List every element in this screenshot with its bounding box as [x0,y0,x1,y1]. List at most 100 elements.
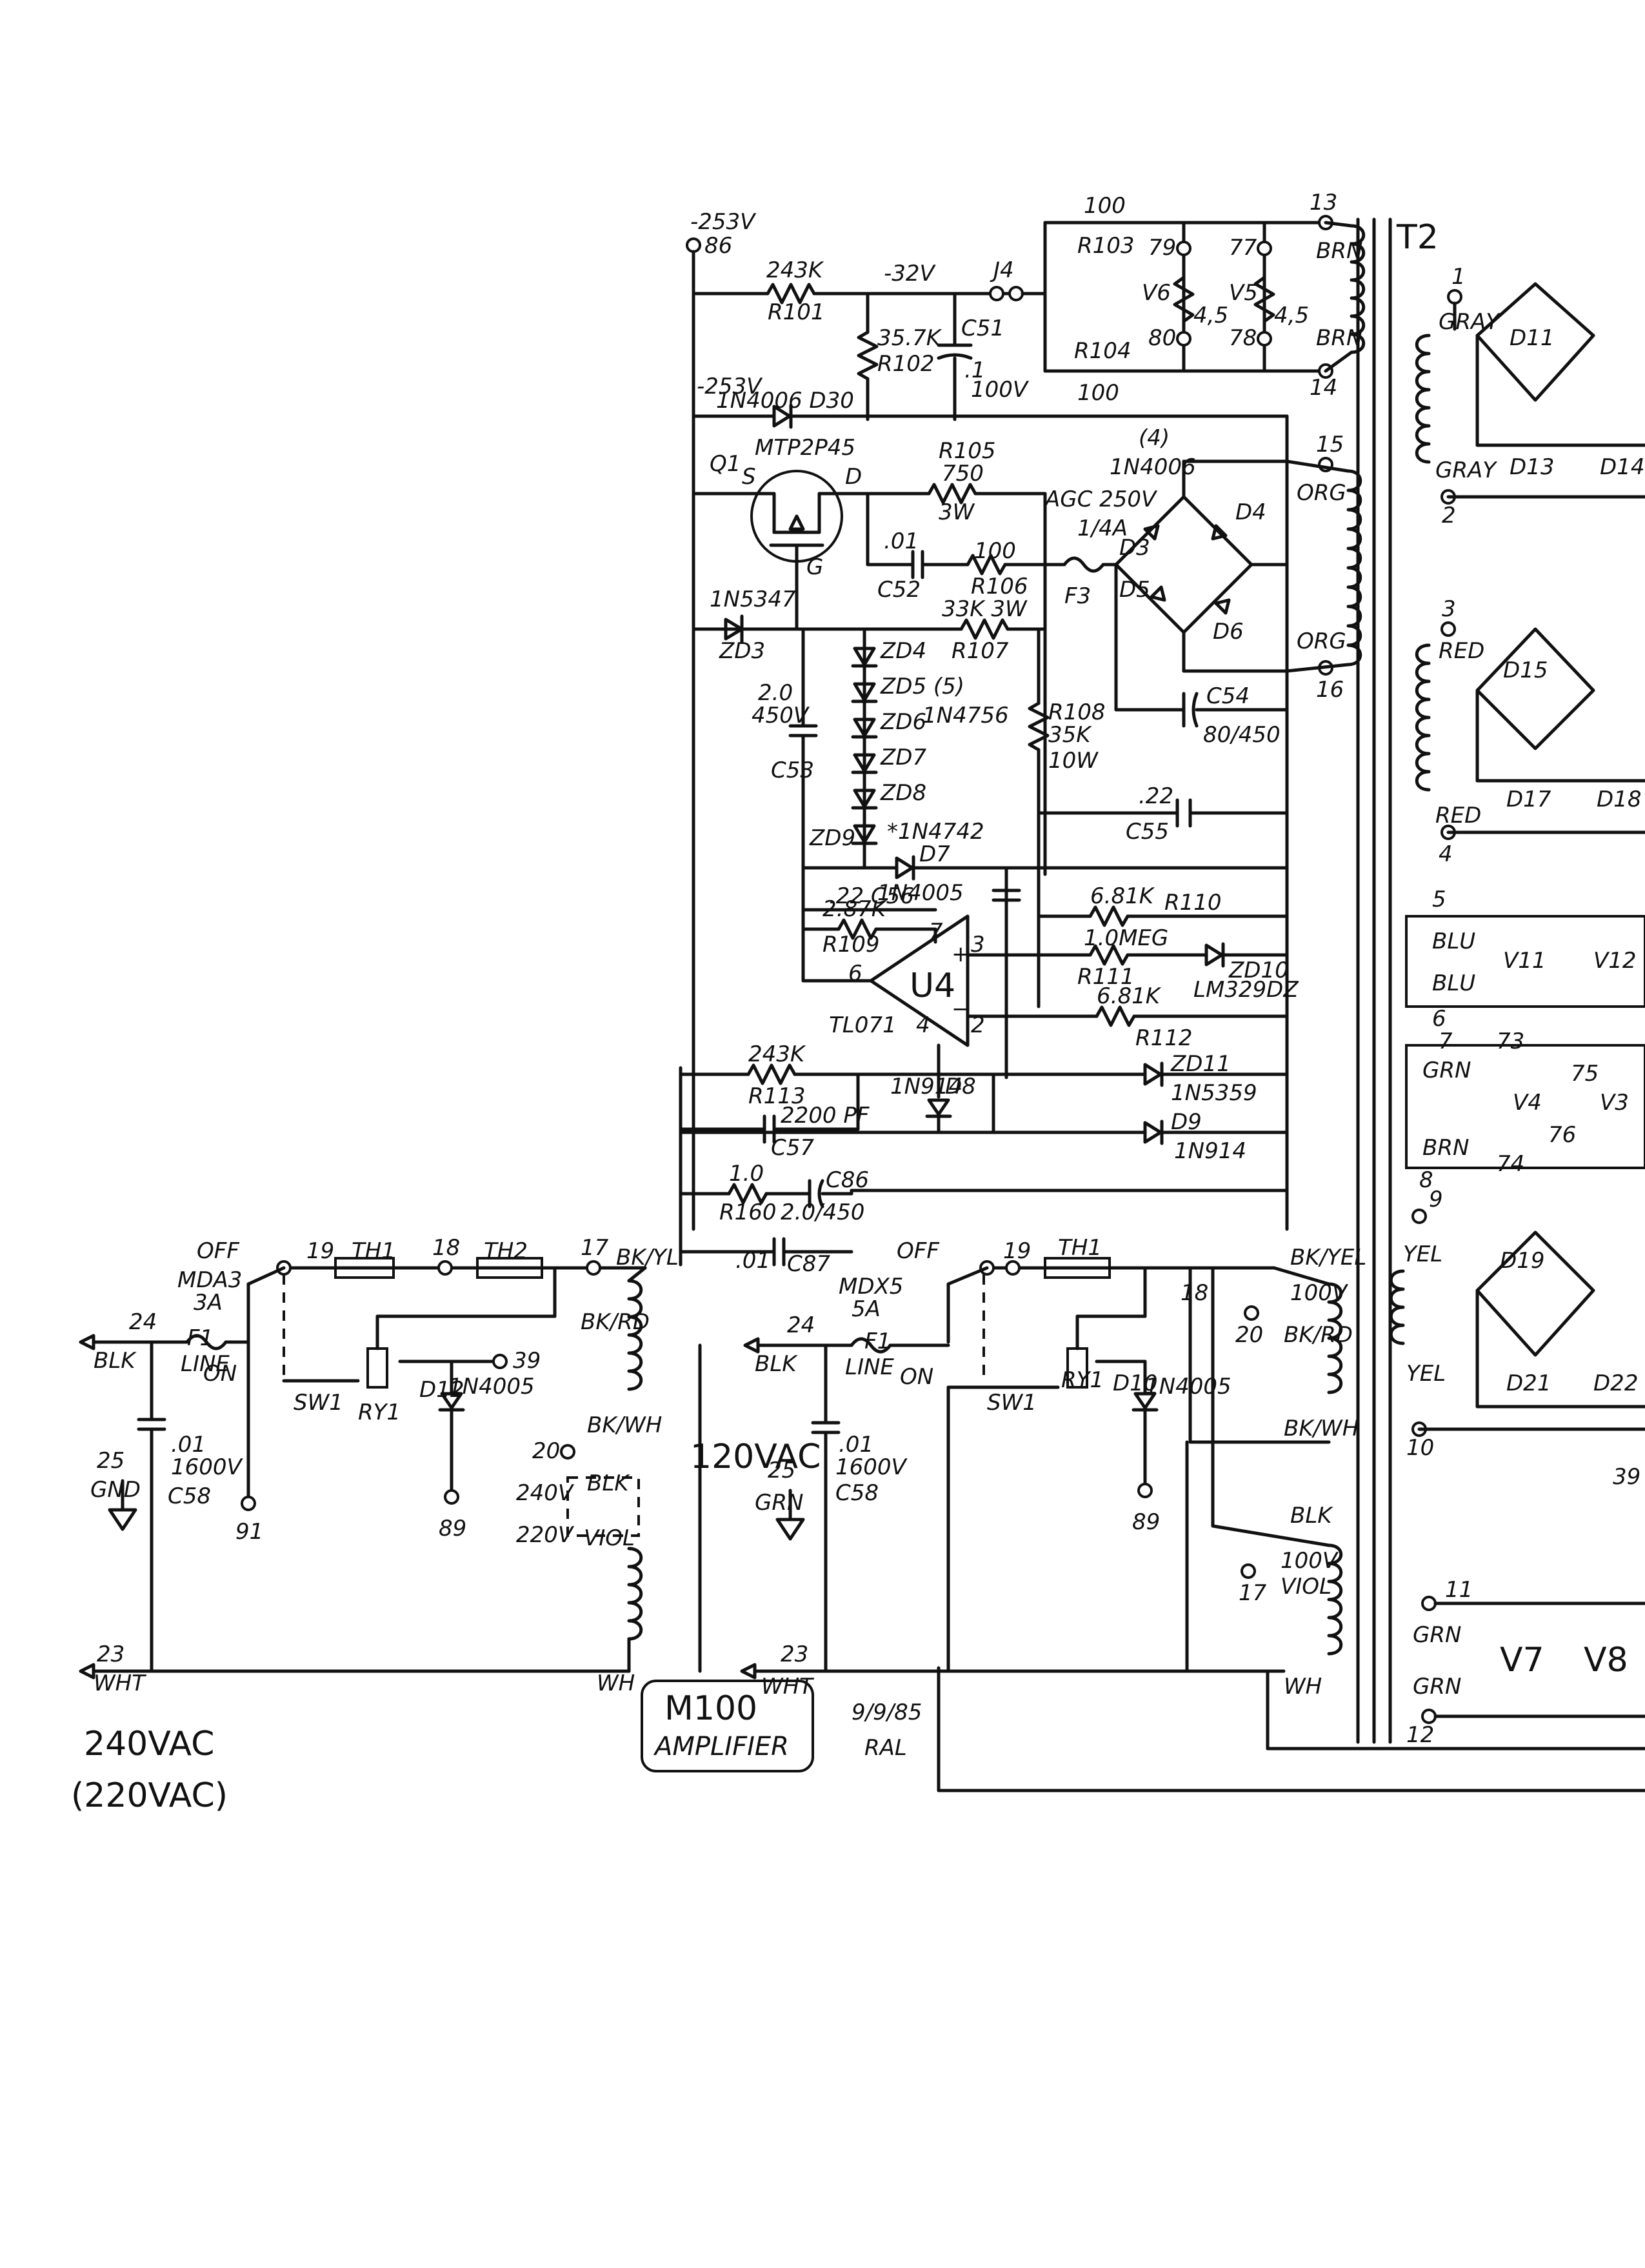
label-c55: C55 [1126,819,1169,845]
label-120-viol: VIOL [1281,1574,1331,1600]
label-120-wh: WH [1284,1674,1322,1700]
title-m100: M100 [664,1689,757,1728]
label-240-th1: TH1 [352,1238,395,1264]
label-240-wh: WH [597,1671,635,1696]
label-120-bkyel: BK/YEL [1290,1245,1366,1270]
label-r112: R112 [1135,1025,1193,1051]
label-v7: V7 [1500,1641,1544,1680]
label-c53-value: 2.0 [758,680,793,706]
label-240-node-25: 25 [97,1448,125,1474]
label-120-node-89: 89 [1132,1509,1160,1535]
label-120-node-19: 19 [1003,1238,1031,1264]
label-pin-2: 2 [971,1012,985,1038]
label-240-c58: C58 [168,1483,211,1509]
label-d11: D11 [1510,325,1554,351]
label-d8-part: 1N914 [890,1074,962,1099]
label-yel-1: YEL [1403,1241,1442,1267]
label-d18: D18 [1597,787,1641,812]
label-zd7: ZD7 [880,745,926,770]
label-240-bkwh: BK/WH [587,1412,662,1438]
label-240-sw1: SW1 [294,1390,343,1416]
label-r160: R160 [719,1199,777,1225]
label-blu-1: BLU [1432,928,1475,954]
label-brn-3: BRN [1422,1135,1469,1161]
label-sec-12: 12 [1406,1722,1434,1748]
label-pin-7: 7 [929,919,943,945]
label-org-2: ORG [1297,628,1346,654]
minus-sign: − [952,996,970,1022]
label-r103: R103 [1077,233,1135,259]
label-240-3a: 3A [194,1290,223,1316]
label-red-2: RED [1435,803,1481,828]
label-node-86: 86 [704,233,732,259]
label-240-blk2: BLK [587,1470,630,1496]
label-120-node-24: 24 [787,1312,815,1338]
label-sec-4: 4 [1439,841,1453,867]
label-sec-9: 9 [1429,1187,1443,1212]
label-c51: C51 [961,316,1004,341]
label-120-blk2: BLK [1290,1503,1333,1529]
label-zd10-part: LM329DZ [1193,977,1299,1003]
label-c56: .22 C56 [829,883,914,909]
label-240-blk: BLK [94,1348,137,1374]
label-120-wht: WHT [761,1674,814,1700]
label-240-node-18: 18 [432,1235,460,1261]
label-r108-watt: 10W [1048,748,1099,774]
label-d9-part: 1N914 [1174,1138,1246,1164]
label-node-16: 16 [1316,677,1344,703]
label-org-1: ORG [1297,480,1346,506]
label-r109-value: 2.87K [822,896,888,922]
label-r101-value: 243K [766,257,824,283]
label-c55-value: .22 [1139,783,1173,809]
label-r113: R113 [748,1083,806,1109]
label-sec-11: 11 [1445,1577,1473,1603]
label-120-c58-value: .01 [839,1432,873,1458]
label-node-79: 79 [1148,235,1176,261]
label-d14: D14 [1600,454,1644,480]
label-120-off: OFF [897,1238,939,1264]
label-r112-value: 6.81K [1097,983,1162,1009]
label-zd4: ZD4 [880,638,926,664]
label-d4: D4 [1235,499,1266,525]
label-c86: C86 [826,1167,869,1193]
label-node-74: 74 [1497,1151,1524,1177]
label-240-node-89: 89 [439,1516,466,1541]
label-d21: D21 [1506,1370,1551,1396]
label-node-77: 77 [1229,235,1257,261]
label-r110: R110 [1164,890,1222,916]
label-sec-7: 7 [1439,1029,1453,1054]
label-zd11-part: 1N5359 [1171,1080,1257,1106]
label-r110-value: 6.81K [1090,883,1155,909]
label-source: S [742,464,756,490]
label-d7-part: 1N4005 [877,880,964,906]
label-u4: U4 [910,967,955,1005]
label-120-th1: TH1 [1058,1235,1102,1261]
label-d22: D22 [1593,1370,1638,1396]
t2-transformer: T2 [1356,217,1439,1744]
label-120-c58: C58 [835,1480,879,1506]
label-r103-value: 100 [1084,193,1126,219]
label-240-node-24: 24 [129,1309,157,1335]
label-r102: R102 [877,351,935,377]
label-120-bkrd: BK/RD [1284,1322,1353,1348]
label-d8: D8 [945,1074,976,1099]
label-yel-2: YEL [1406,1361,1446,1387]
primary-240v: OFF ON 19 18 17 TH1 TH2 BK/YL 91 MDA3 3A… [71,1235,679,1815]
label-blu-2: BLU [1432,970,1475,996]
label-q1: Q1 [710,451,741,477]
label-120-node-20: 20 [1235,1322,1263,1348]
primary-120v: OFF ON 19 18 TH1 MDX5 5A F1 LINE 24 BLK … [690,1235,1366,1751]
label-240-node-91: 91 [235,1519,263,1545]
label-120-bkwh: BK/WH [1284,1416,1359,1441]
label-r105: R105 [939,438,996,464]
label-r101: R101 [768,299,825,325]
label-f3: F3 [1064,583,1091,609]
label-v12: V12 [1593,948,1637,974]
label-sec-5: 5 [1432,887,1446,912]
label-d13: D13 [1510,454,1554,480]
label-r104: R104 [1074,338,1132,364]
label-bridge-part: 1N4006 [1110,454,1196,480]
label-240-node-20: 20 [532,1438,560,1464]
label-node-39-right: 39 [1613,1464,1640,1490]
